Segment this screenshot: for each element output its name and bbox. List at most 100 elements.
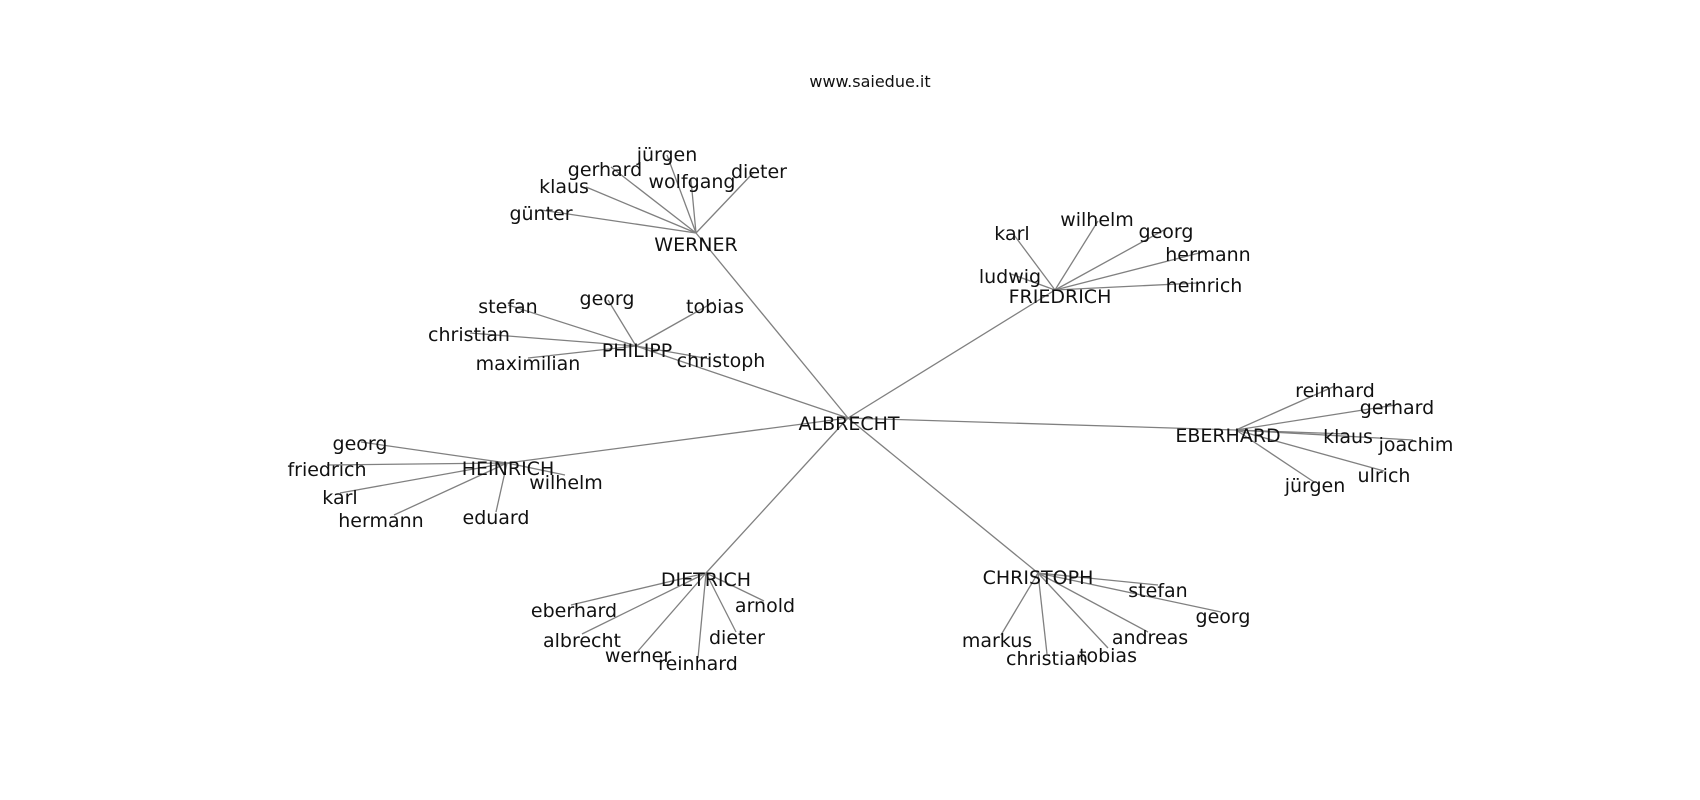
- edge-dietrich-dieter: [705, 572, 737, 633]
- leaf-node-werner-dieter: dieter: [731, 161, 787, 183]
- edge-werner-dieter: [695, 171, 755, 234]
- edge-root-werner: [695, 232, 849, 419]
- group-node-dietrich: DIETRICH: [661, 569, 751, 591]
- edges-layer: [326, 154, 1414, 659]
- leaf-node-friedrich-karl: karl: [994, 223, 1029, 245]
- edge-christoph-markus: [1000, 572, 1039, 636]
- edge-philipp-christoph: [635, 345, 711, 360]
- leaf-node-christoph-stefan: stefan: [1128, 580, 1187, 602]
- leaf-node-friedrich-hermann: hermann: [1165, 244, 1250, 266]
- edge-dietrich-reinhard: [697, 572, 707, 659]
- leaf-node-friedrich-ludwig: ludwig: [979, 266, 1041, 288]
- edge-eberhard-juergen: [1235, 429, 1315, 483]
- leaf-node-eberhard-reinhard: reinhard: [1295, 380, 1375, 402]
- leaf-node-eberhard-ulrich: ulrich: [1358, 465, 1411, 487]
- leaf-node-dietrich-werner: werner: [605, 645, 671, 667]
- edge-root-heinrich: [506, 417, 849, 464]
- edge-eberhard-gerhard: [1235, 404, 1396, 431]
- edge-dietrich-arnold: [705, 572, 765, 602]
- leaf-node-eberhard-joachim: joachim: [1378, 434, 1454, 456]
- edge-root-dietrich: [705, 417, 849, 574]
- edge-heinrich-eduard: [495, 462, 508, 513]
- edge-philipp-tobias: [635, 301, 715, 347]
- edge-eberhard-reinhard: [1235, 385, 1336, 431]
- group-node-philipp: PHILIPP: [602, 340, 672, 362]
- edge-werner-wolfgang: [690, 179, 697, 234]
- edge-dietrich-albrecht: [581, 572, 707, 635]
- edge-eberhard-joachim: [1235, 429, 1414, 441]
- leaf-node-werner-klaus: klaus: [539, 176, 589, 198]
- leaf-node-dietrich-dieter: dieter: [709, 627, 765, 649]
- edge-dietrich-eberhard: [570, 572, 707, 606]
- edge-heinrich-wilhelm: [506, 462, 566, 476]
- edge-root-philipp: [635, 345, 849, 419]
- edge-philipp-georg: [607, 299, 637, 347]
- leaf-node-eberhard-klaus: klaus: [1323, 426, 1373, 448]
- leaf-node-dietrich-arnold: arnold: [735, 595, 795, 617]
- group-node-heinrich: HEINRICH: [462, 458, 554, 480]
- edge-dietrich-werner: [637, 572, 707, 652]
- group-node-werner: WERNER: [654, 234, 737, 256]
- edge-heinrich-karl: [339, 462, 508, 494]
- edge-heinrich-hermann: [393, 462, 508, 516]
- edge-root-christoph: [847, 417, 1039, 574]
- leaf-node-philipp-georg: georg: [580, 288, 635, 310]
- leaf-node-philipp-tobias: tobias: [686, 296, 744, 318]
- edge-christoph-georg: [1037, 572, 1222, 613]
- group-node-christoph: CHRISTOPH: [983, 567, 1094, 589]
- leaf-node-werner-guenter: günter: [509, 203, 572, 225]
- leaf-node-heinrich-friedrich: friedrich: [287, 459, 366, 481]
- edge-friedrich-heinrich: [1054, 282, 1199, 291]
- leaf-node-christoph-markus: markus: [962, 630, 1032, 652]
- root-node-label: ALBRECHT: [799, 413, 900, 435]
- leaf-node-eberhard-gerhard: gerhard: [1360, 397, 1434, 419]
- leaf-node-dietrich-reinhard: reinhard: [658, 653, 738, 675]
- leaf-node-eberhard-juergen: jürgen: [1284, 475, 1346, 497]
- edge-christoph-andreas: [1037, 572, 1149, 633]
- group-node-friedrich: FRIEDRICH: [1009, 286, 1112, 308]
- edge-werner-klaus: [585, 186, 697, 234]
- leaf-node-werner-gerhard: gerhard: [568, 159, 642, 181]
- edge-philipp-maximilian: [527, 345, 637, 359]
- edge-werner-gerhard: [610, 166, 697, 234]
- edge-werner-juergen: [666, 154, 697, 234]
- leaf-node-dietrich-albrecht: albrecht: [543, 630, 621, 652]
- leaf-node-werner-juergen: jürgen: [636, 144, 698, 166]
- edge-christoph-tobias: [1037, 572, 1109, 649]
- leaf-node-heinrich-wilhelm: wilhelm: [529, 472, 603, 494]
- edge-philipp-christian: [469, 332, 637, 347]
- edge-friedrich-wilhelm: [1054, 220, 1099, 291]
- leaf-node-friedrich-heinrich: heinrich: [1166, 275, 1243, 297]
- edge-christoph-stefan: [1037, 572, 1159, 586]
- leaf-node-christoph-christian: christian: [1006, 648, 1088, 670]
- edge-root-friedrich: [847, 289, 1056, 419]
- edge-heinrich-friedrich: [326, 462, 508, 466]
- edge-friedrich-karl: [1013, 234, 1056, 291]
- leaf-node-christoph-tobias: tobias: [1079, 645, 1137, 667]
- leaf-node-christoph-georg: georg: [1196, 606, 1251, 628]
- leaf-node-philipp-stefan: stefan: [478, 296, 537, 318]
- edge-root-eberhard: [847, 417, 1237, 431]
- leaf-node-werner-wolfgang: wolfgang: [649, 171, 736, 193]
- edge-friedrich-hermann: [1054, 251, 1204, 291]
- leaf-node-heinrich-karl: karl: [322, 487, 357, 509]
- leaf-node-heinrich-georg: georg: [333, 433, 388, 455]
- leaf-node-heinrich-eduard: eduard: [463, 507, 530, 529]
- edge-heinrich-georg: [360, 441, 508, 464]
- leaf-node-dietrich-eberhard: eberhard: [531, 600, 617, 622]
- edge-friedrich-georg: [1054, 229, 1165, 291]
- leaf-node-friedrich-wilhelm: wilhelm: [1060, 209, 1134, 231]
- edge-werner-guenter: [540, 209, 697, 234]
- leaf-node-friedrich-georg: georg: [1139, 221, 1194, 243]
- caption-watermark: www.saiedue.it: [809, 72, 930, 91]
- edge-christoph-christian: [1037, 572, 1048, 655]
- leaf-node-heinrich-hermann: hermann: [338, 510, 423, 532]
- group-node-eberhard: EBERHARD: [1175, 425, 1280, 447]
- leaf-node-philipp-maximilian: maximilian: [476, 353, 581, 375]
- leaf-node-christoph-andreas: andreas: [1112, 627, 1188, 649]
- edge-friedrich-ludwig: [1010, 273, 1056, 291]
- edge-eberhard-ulrich: [1235, 429, 1385, 472]
- edge-philipp-stefan: [507, 304, 637, 347]
- leaf-node-philipp-christian: christian: [428, 324, 510, 346]
